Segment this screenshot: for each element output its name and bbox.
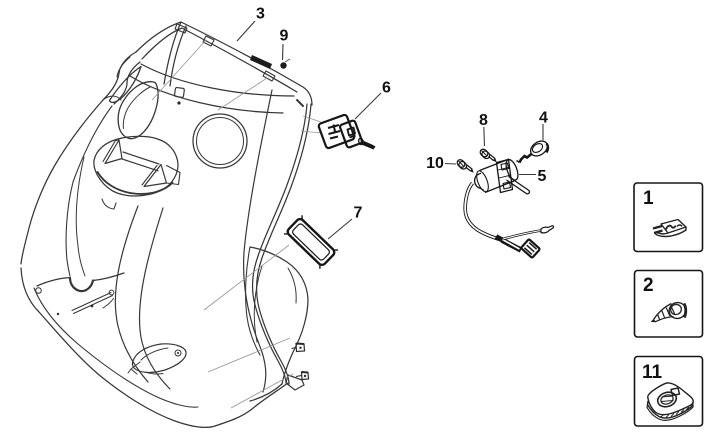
svg-text:1: 1 (643, 188, 654, 209)
svg-text:3: 3 (256, 6, 265, 23)
svg-text:9: 9 (280, 28, 289, 45)
svg-text:6: 6 (382, 80, 391, 97)
svg-text:2: 2 (643, 275, 654, 296)
svg-text:4: 4 (539, 110, 548, 127)
svg-text:10: 10 (426, 155, 444, 172)
svg-text:5: 5 (538, 168, 547, 185)
svg-text:7: 7 (354, 205, 363, 222)
svg-text:11: 11 (642, 362, 663, 383)
svg-text:8: 8 (479, 112, 488, 129)
